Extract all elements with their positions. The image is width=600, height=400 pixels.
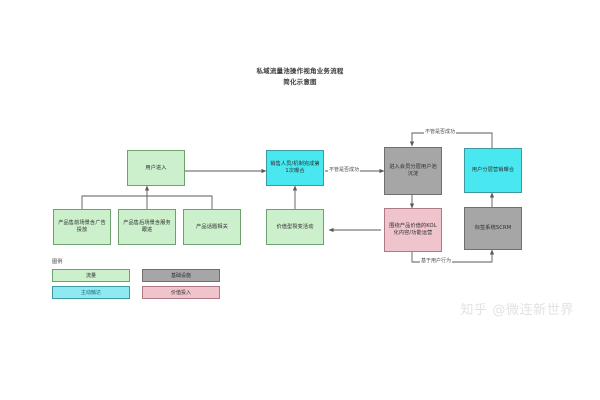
legend-item-traffic: 流量 (52, 269, 130, 282)
node-presale-scene[interactable]: 产品售前场景含广告投放 (53, 209, 111, 245)
node-tiered-marketing-touch[interactable]: 用户分层营销曝合 (464, 148, 522, 193)
node-sales-first-touch[interactable]: 销售人员/机制完成第1次曝合 (266, 150, 324, 186)
legend-item-value-input: 价值投入 (142, 286, 220, 299)
node-aftersale-scene[interactable]: 产品售后场景含服务跟进 (118, 209, 176, 245)
legend-item-infrastructure: 基础设施 (142, 269, 220, 282)
node-scrm-tag-system[interactable]: 标签系统SCRM (464, 207, 522, 250)
edge-label-regardless-success-middle: 不管是否成功 (328, 167, 361, 174)
legend: 图例 流量 基础设施 主动触达 价值投入 (52, 258, 220, 299)
legend-heading: 图例 (52, 259, 63, 265)
node-kol-content-operations[interactable]: 围绕产品价值的KOL化内容/功能运营 (384, 208, 442, 252)
edge-label-based-on-behavior: 基于用户行为 (420, 258, 453, 265)
edge-label-regardless-success-top: 不管是否成功 (424, 129, 457, 136)
legend-item-active-touch: 主动触达 (52, 286, 130, 299)
node-user-entry[interactable]: 用户进入 (127, 150, 185, 186)
node-member-tier-pool[interactable]: 进入会员分层用户池沉淀 (384, 147, 442, 195)
node-product-topic[interactable]: 产品话题相关 (183, 209, 241, 245)
node-value-fission-activity[interactable]: 价值型裂变活动 (266, 209, 324, 245)
